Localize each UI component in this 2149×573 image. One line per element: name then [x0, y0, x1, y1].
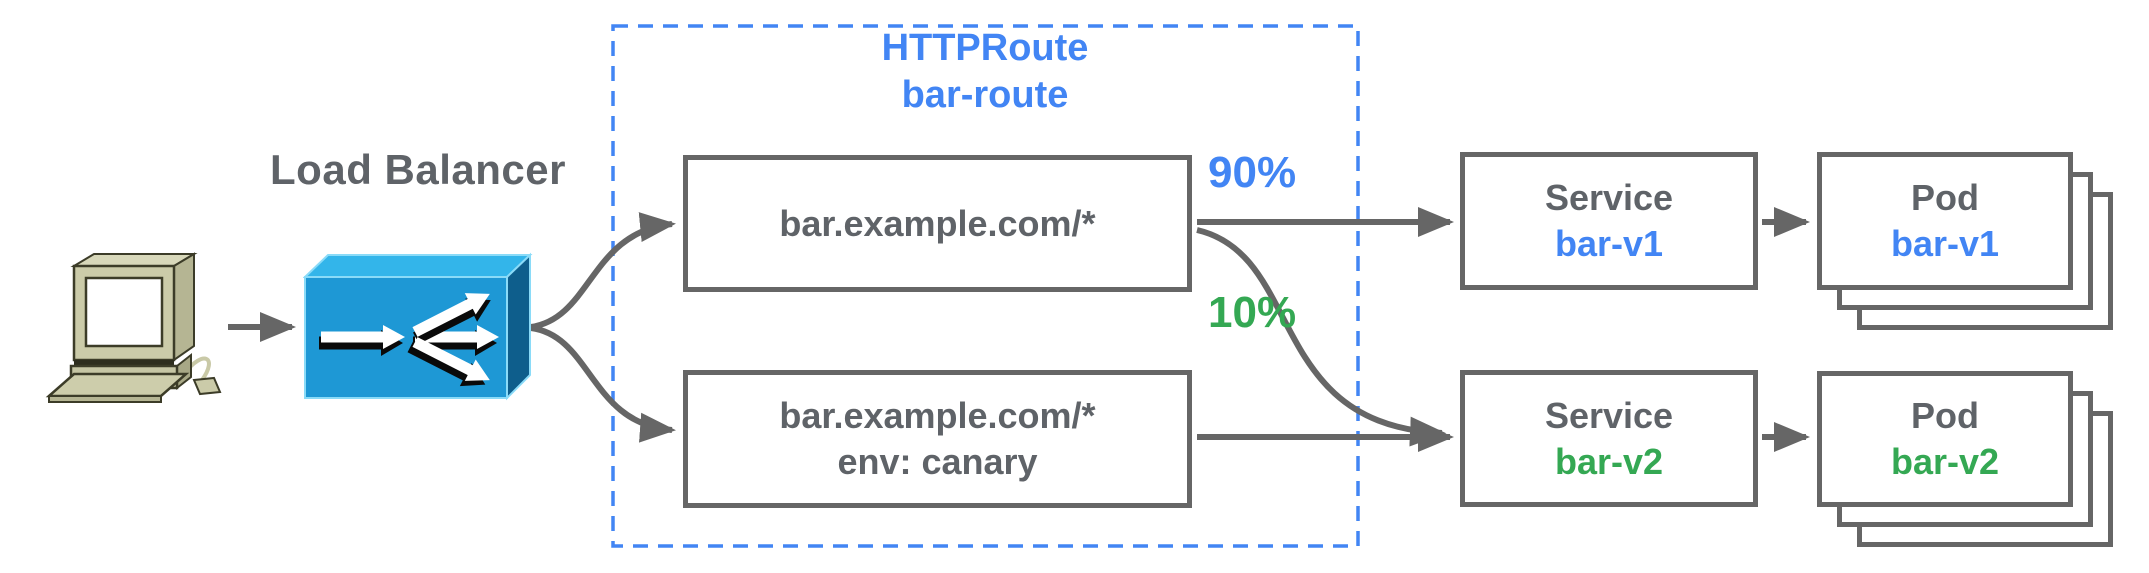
route-rule-hostname: bar.example.com/*: [779, 202, 1096, 244]
arrow-route1-to-service2-curve: [1196, 227, 1446, 447]
httproute-title: HTTPRoute bar-route: [760, 25, 1210, 119]
service-name-label: bar-v1: [1554, 223, 1664, 264]
load-balancer-label: Load Balancer: [270, 146, 566, 193]
pod-bar-v2-box: Pod bar-v2: [1817, 371, 2073, 507]
route-rule-box-2: bar.example.com/* env: canary: [683, 370, 1192, 508]
route-rule-box-1: bar.example.com/*: [683, 155, 1192, 292]
pod-name-label: bar-v2: [1890, 441, 2000, 482]
service-kind-label: Service: [1544, 177, 1674, 218]
service-bar-v2-box: Service bar-v2: [1460, 370, 1758, 507]
route-rule-hostname: bar.example.com/*: [779, 395, 1096, 436]
arrow-lb-to-route1: [530, 212, 676, 330]
route-rule-header-match: env: canary: [837, 441, 1038, 482]
arrow-lb-to-route2: [530, 325, 676, 443]
load-balancer-icon: [303, 252, 533, 403]
service-kind-label: Service: [1544, 394, 1674, 436]
service-bar-v1-box: Service bar-v1: [1460, 152, 1758, 290]
pod-kind-label: Pod: [1911, 395, 1979, 436]
pod-bar-v1-box: Pod bar-v1: [1817, 152, 2073, 290]
service-name-label: bar-v2: [1554, 440, 1664, 482]
httproute-kind-label: HTTPRoute: [881, 27, 1089, 69]
pod-name-label: bar-v1: [1890, 223, 2000, 264]
httproute-group-border: [611, 24, 1360, 548]
client-computer-icon: [45, 252, 222, 403]
pod-kind-label: Pod: [1911, 177, 1979, 218]
weight-10-label: 10%: [1208, 288, 1297, 337]
httproute-name-label: bar-route: [901, 74, 1069, 116]
weight-90-label: 90%: [1208, 148, 1297, 197]
